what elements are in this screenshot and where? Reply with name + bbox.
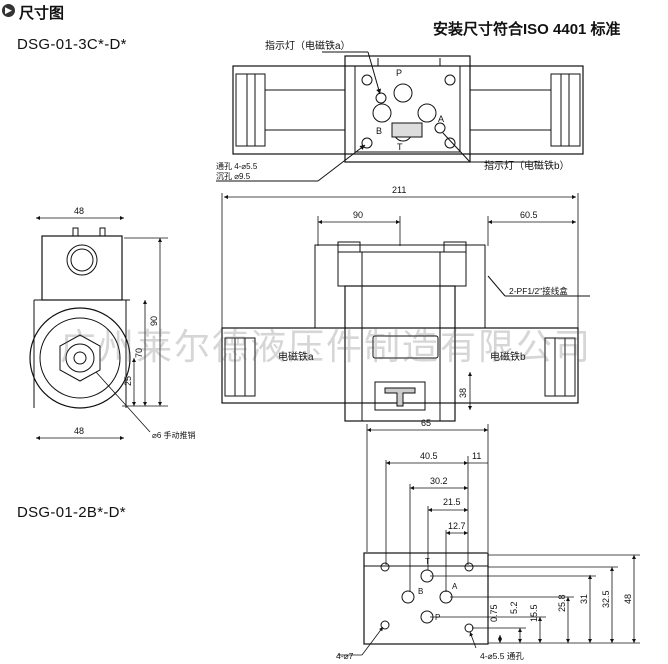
port-t-label-top: T bbox=[397, 142, 403, 152]
dim-48: 48 bbox=[623, 594, 633, 604]
manual-push-callout: ⌀6 手动推销 bbox=[152, 430, 196, 440]
dim-front-height: 38 bbox=[458, 388, 468, 398]
dim-side-height: 90 bbox=[149, 316, 159, 326]
indicator-a-callout: 指示灯（电磁铁a） bbox=[265, 39, 351, 52]
dim-25-8: 25.8 bbox=[557, 594, 567, 612]
standard-note: 安装尺寸符合ISO 4401 标准 bbox=[433, 21, 621, 38]
bottom-right-callout: 4-⌀5.5 通孔 bbox=[480, 651, 524, 661]
bottom-left-callout: 4-⌀7 bbox=[336, 651, 354, 661]
port-p-label-mount: P bbox=[435, 613, 440, 622]
top-view bbox=[232, 55, 584, 163]
port-t-label-mount: T bbox=[425, 557, 430, 566]
port-p-label-top: P bbox=[396, 68, 402, 78]
port-a-label-top: A bbox=[438, 114, 444, 124]
side-view bbox=[29, 227, 131, 409]
port-a-label-mount: A bbox=[452, 582, 458, 591]
dim-15-5: 15.5 bbox=[529, 604, 539, 622]
junction-box-callout: 2-PF1/2"接线盒 bbox=[509, 286, 568, 296]
dim-12-7: 12.7 bbox=[448, 521, 466, 531]
model-label-b: DSG-01-2B*-D* bbox=[17, 504, 126, 521]
dim-side-width-top: 48 bbox=[74, 206, 84, 216]
through-hole-callout: 通孔 4-⌀5.5 bbox=[216, 161, 258, 171]
dim-32-5: 32.5 bbox=[601, 590, 611, 608]
model-label-a: DSG-01-3C*-D* bbox=[17, 36, 127, 53]
dim-base-width: 65 bbox=[421, 418, 431, 428]
dim-31: 31 bbox=[579, 594, 589, 604]
solenoid-b-label: 电磁铁b bbox=[490, 350, 526, 363]
dimension-lines bbox=[36, 193, 640, 656]
indicator-b-callout: 指示灯（电磁铁b） bbox=[484, 159, 570, 172]
dim-side-height-inner: 70 bbox=[134, 348, 144, 358]
port-b-label-mount: B bbox=[418, 587, 423, 596]
dim-40-5: 40.5 bbox=[420, 451, 438, 461]
dim-0-75: 0.75 bbox=[489, 604, 499, 622]
section-bullet-icon: ▶ bbox=[2, 4, 15, 17]
counterbore-callout: 沉孔 ⌀9.5 bbox=[216, 172, 251, 181]
dim-side-center: 25 bbox=[123, 376, 133, 386]
mounting-face bbox=[363, 552, 489, 645]
watermark: 广州莱尔德液压件制造有限公司 bbox=[60, 327, 593, 368]
dim-30-2: 30.2 bbox=[430, 476, 448, 486]
section-title: 尺寸图 bbox=[19, 5, 65, 22]
dim-right-end: 60.5 bbox=[520, 210, 538, 220]
dim-left-to-center: 90 bbox=[353, 210, 363, 220]
port-b-label-top: B bbox=[376, 126, 382, 136]
dim-21-5: 21.5 bbox=[443, 497, 461, 507]
dim-5-2: 5.2 bbox=[509, 601, 519, 614]
dim-overall-length: 211 bbox=[392, 185, 406, 195]
dim-side-width-bottom: 48 bbox=[74, 426, 84, 436]
dim-11: 11 bbox=[472, 451, 481, 461]
solenoid-a-label: 电磁铁a bbox=[278, 350, 314, 363]
front-view bbox=[221, 241, 579, 422]
